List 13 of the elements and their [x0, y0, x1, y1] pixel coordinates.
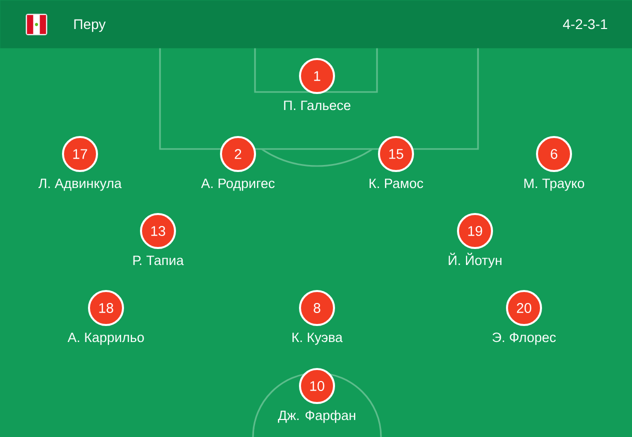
player-name: А. Родригес [201, 178, 275, 191]
player-name: А. Каррильо [68, 332, 144, 345]
player-name: К. Куэва [292, 332, 343, 345]
player-name: Й. Йотун [448, 252, 502, 268]
team-name: Перу [74, 19, 106, 32]
formation-label: 4-2-3-1 [563, 19, 608, 30]
player-name: К. Рамос [370, 178, 424, 188]
player-name: М. Трауко [524, 178, 584, 191]
player-name: Э. Флорес [492, 332, 556, 345]
player-name: Л. Адвинкула [38, 178, 122, 191]
player-name: Р. Тапиа [133, 256, 184, 266]
player-name: П. Гальесе [284, 100, 350, 110]
player-name: Дж. Фарфан [278, 410, 356, 423]
